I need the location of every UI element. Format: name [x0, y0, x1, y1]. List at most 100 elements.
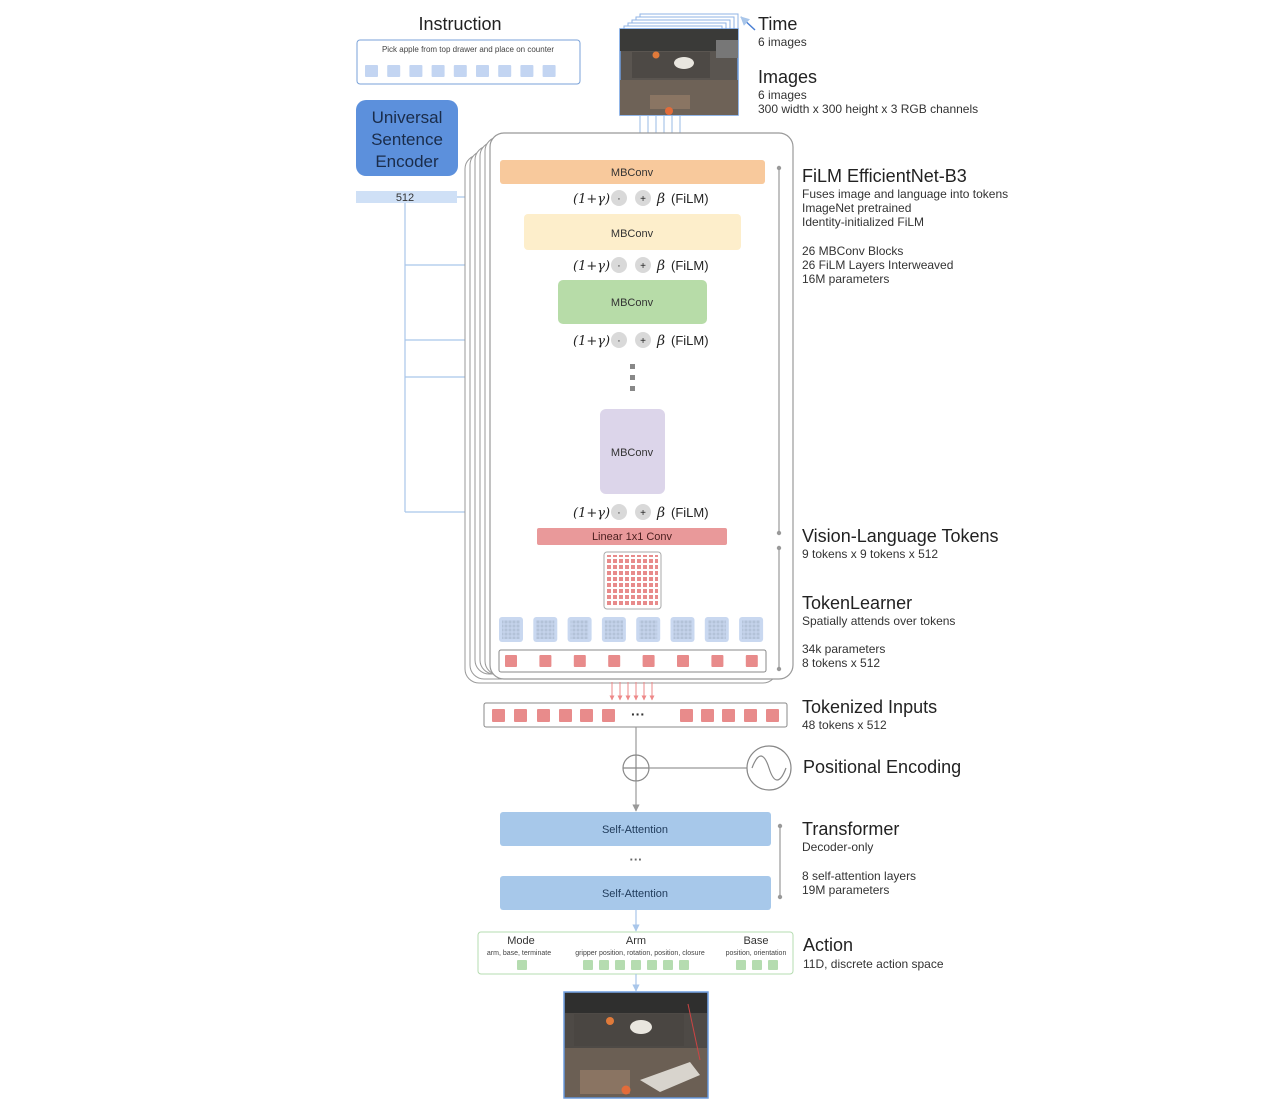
action-token: [736, 960, 746, 970]
film-title: FiLM EfficientNet-B3: [802, 166, 967, 186]
instruction-token: [498, 65, 512, 77]
instruction-token: [365, 65, 378, 77]
film-add-symbol: +: [640, 194, 646, 205]
action-base-label: Base: [743, 935, 768, 947]
film-add-node: [635, 332, 651, 348]
token-flow-arrows: [609, 682, 655, 701]
tokenlearner-token: [745, 655, 758, 667]
tokenlearner-token: [539, 655, 552, 667]
images-title: Images: [758, 67, 817, 87]
tokenized-input-token: [602, 709, 615, 722]
film-label: (FiLM): [671, 333, 709, 348]
tokenized-inputs-ellipsis: ···: [631, 706, 645, 722]
tokenlearner-output-box: [498, 649, 767, 673]
tokenlearner-detail-tokens: 8 tokens x 512: [802, 656, 880, 670]
tokenlearner-detail-params: 34k parameters: [802, 642, 885, 656]
tokenized-input-token: [766, 709, 779, 722]
vl-tokens-title: Vision-Language Tokens: [802, 526, 999, 546]
action-token: [679, 960, 689, 970]
embedding-bar: [356, 191, 457, 203]
tokenlearner-map-cells: [604, 620, 623, 639]
film-label: (FiLM): [671, 191, 709, 206]
film-multiply-symbol: ·: [617, 335, 621, 347]
film-detail-pretrained: ImageNet pretrained: [802, 201, 911, 215]
encoder-label-line2: Sentence: [371, 130, 443, 149]
mbconv-block-2: [524, 214, 741, 250]
linear-conv-label: Linear 1x1 Conv: [592, 531, 673, 543]
transformer-title: Transformer: [802, 819, 899, 839]
tokenized-input-token: [559, 709, 572, 722]
film-beta-term: β: [656, 333, 665, 349]
self-attention-first-label: Self-Attention: [602, 824, 668, 836]
mbconv-block-1: [500, 160, 765, 184]
transformer-detail-params: 19M parameters: [802, 883, 889, 897]
tokenlearner-title: TokenLearner: [802, 593, 912, 613]
tokenlearner-map-cells: [673, 620, 692, 639]
film-gamma-term: (1+γ): [573, 192, 610, 207]
film-layer: (1+γ)·+β(FiLM): [573, 332, 709, 349]
tokenlearner-token: [711, 655, 724, 667]
film-multiply-node: [611, 257, 627, 273]
mbconv-block-3: [558, 280, 707, 324]
film-gamma-term: (1+γ): [573, 334, 610, 349]
action-detail: 11D, discrete action space: [803, 957, 944, 971]
film-multiply-symbol: ·: [617, 193, 621, 205]
film-multiply-node: [611, 504, 627, 520]
tokenlearner-token: [608, 655, 621, 667]
film-multiply-node: [611, 190, 627, 206]
tokenlearner-token: [677, 655, 689, 667]
action-token: [752, 960, 762, 970]
instruction-token: [520, 65, 534, 77]
action-arm-detail: gripper position, rotation, position, cl…: [575, 950, 705, 957]
self-attention-last-label: Self-Attention: [602, 888, 668, 900]
tokenlearner-detail-attends: Spatially attends over tokens: [802, 614, 955, 628]
action-token: [631, 960, 641, 970]
film-beta-term: β: [656, 505, 665, 521]
instruction-title: Instruction: [418, 14, 501, 34]
film-detail-identity: Identity-initialized FiLM: [802, 215, 924, 229]
tokenized-inputs-title: Tokenized Inputs: [802, 697, 937, 717]
images-detail-size: 300 width x 300 height x 3 RGB channels: [758, 102, 978, 116]
mbconv-ellipsis: [630, 364, 635, 391]
instruction-token: [453, 65, 467, 77]
tokenized-input-tokens: [492, 709, 779, 722]
linear-conv-block: [537, 528, 727, 545]
film-multiply-node: [611, 332, 627, 348]
tokenized-input-token: [580, 709, 593, 722]
time-arrow: [740, 16, 756, 31]
tokenized-input-token: [492, 709, 505, 722]
tokenlearner-token: [573, 655, 586, 667]
action-token: [615, 960, 625, 970]
mbconv-block-2-label: MBConv: [611, 228, 654, 240]
instruction-token: [387, 65, 401, 77]
mbconv-block-4: [600, 409, 665, 494]
action-token: [583, 960, 593, 970]
action-arm-label: Arm: [626, 935, 646, 947]
film-detail-blocks: 26 MBConv Blocks: [802, 244, 903, 258]
action-title: Action: [803, 935, 853, 955]
action-token: [517, 960, 527, 970]
tokenlearner-token: [642, 655, 655, 667]
film-beta-term: β: [656, 258, 665, 274]
tokenlearner-map-cells: [570, 620, 589, 639]
action-base-detail: position, orientation: [726, 950, 787, 957]
mbconv-block-1-label: MBConv: [611, 167, 654, 179]
film-multiply-symbol: ·: [617, 260, 621, 272]
tokenized-input-token: [514, 709, 527, 722]
self-attention-layer-last: [500, 876, 771, 910]
tokenlearner-map-cells: [742, 620, 761, 639]
encoder-label-line1: Universal: [372, 108, 443, 127]
embedding-dim-label: 512: [396, 192, 414, 204]
tokenlearner-map-cells: [639, 620, 658, 639]
tokenlearner-map-cells: [536, 620, 555, 639]
film-add-symbol: +: [640, 261, 646, 272]
tokenlearner-token: [505, 655, 517, 667]
tokenized-input-token: [537, 709, 550, 722]
film-add-node: [635, 257, 651, 273]
film-add-node: [635, 504, 651, 520]
images-detail-count: 6 images: [758, 88, 807, 102]
tokenlearner-attention-maps: [499, 617, 764, 642]
film-detail-params: 16M parameters: [802, 272, 889, 286]
action-token: [663, 960, 673, 970]
